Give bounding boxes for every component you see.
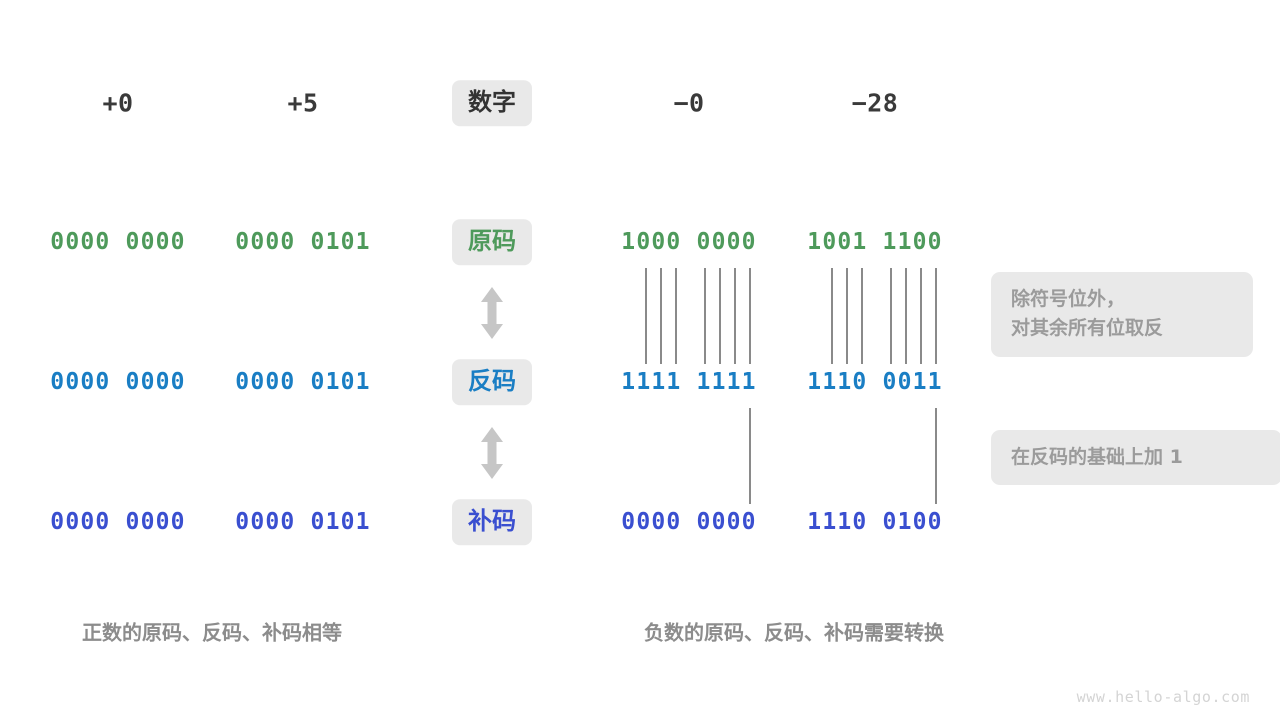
bits-sign-magnitude-minus-twentyeight: 1001 1100: [807, 229, 943, 255]
bits-sign-magnitude-plus-five: 0000 0101: [235, 229, 371, 255]
connector-tick: [905, 268, 907, 364]
connector-tick: [831, 268, 833, 364]
column-header-plus-five: +5: [287, 88, 319, 118]
connector-tick: [749, 408, 751, 504]
bits-twos-complement-minus-twentyeight: 1110 0100: [807, 509, 943, 535]
double-arrow-icon: [479, 286, 505, 340]
column-header-plus-zero: +0: [102, 88, 134, 118]
bits-twos-complement-minus-zero: 0000 0000: [621, 509, 757, 535]
row-label-sign-magnitude: 原码: [452, 219, 532, 265]
bits-twos-complement-plus-zero: 0000 0000: [50, 509, 186, 535]
note-add-one: 在反码的基础上加 1: [991, 430, 1280, 486]
row-label-twos-complement: 补码: [452, 499, 532, 545]
bits-ones-complement-plus-five: 0000 0101: [235, 369, 371, 395]
connector-tick: [749, 268, 751, 364]
bits-ones-complement-minus-zero: 1111 1111: [621, 369, 757, 395]
connector-tick: [704, 268, 706, 364]
connector-tick: [645, 268, 647, 364]
double-arrow-icon: [479, 426, 505, 480]
connector-tick: [935, 268, 937, 364]
connector-tick: [660, 268, 662, 364]
bits-sign-magnitude-minus-zero: 1000 0000: [621, 229, 757, 255]
connector-tick: [935, 408, 937, 504]
watermark: www.hello-algo.com: [1076, 688, 1250, 706]
column-header-minus-twentyeight: −28: [851, 88, 899, 118]
connector-tick: [920, 268, 922, 364]
connector-tick: [846, 268, 848, 364]
row-label-ones-complement: 反码: [452, 359, 532, 405]
bits-ones-complement-minus-twentyeight: 1110 0011: [807, 369, 943, 395]
bits-sign-magnitude-plus-zero: 0000 0000: [50, 229, 186, 255]
caption-positive: 正数的原码、反码、补码相等: [82, 620, 342, 645]
column-header-minus-zero: −0: [673, 88, 705, 118]
caption-negative: 负数的原码、反码、补码需要转换: [644, 620, 944, 645]
connector-tick: [734, 268, 736, 364]
bits-twos-complement-plus-five: 0000 0101: [235, 509, 371, 535]
connector-tick: [861, 268, 863, 364]
connector-tick: [675, 268, 677, 364]
connector-tick: [890, 268, 892, 364]
bits-ones-complement-plus-zero: 0000 0000: [50, 369, 186, 395]
connector-tick: [719, 268, 721, 364]
row-label-number: 数字: [452, 80, 532, 126]
note-invert-bits: 除符号位外， 对其余所有位取反: [991, 272, 1253, 357]
